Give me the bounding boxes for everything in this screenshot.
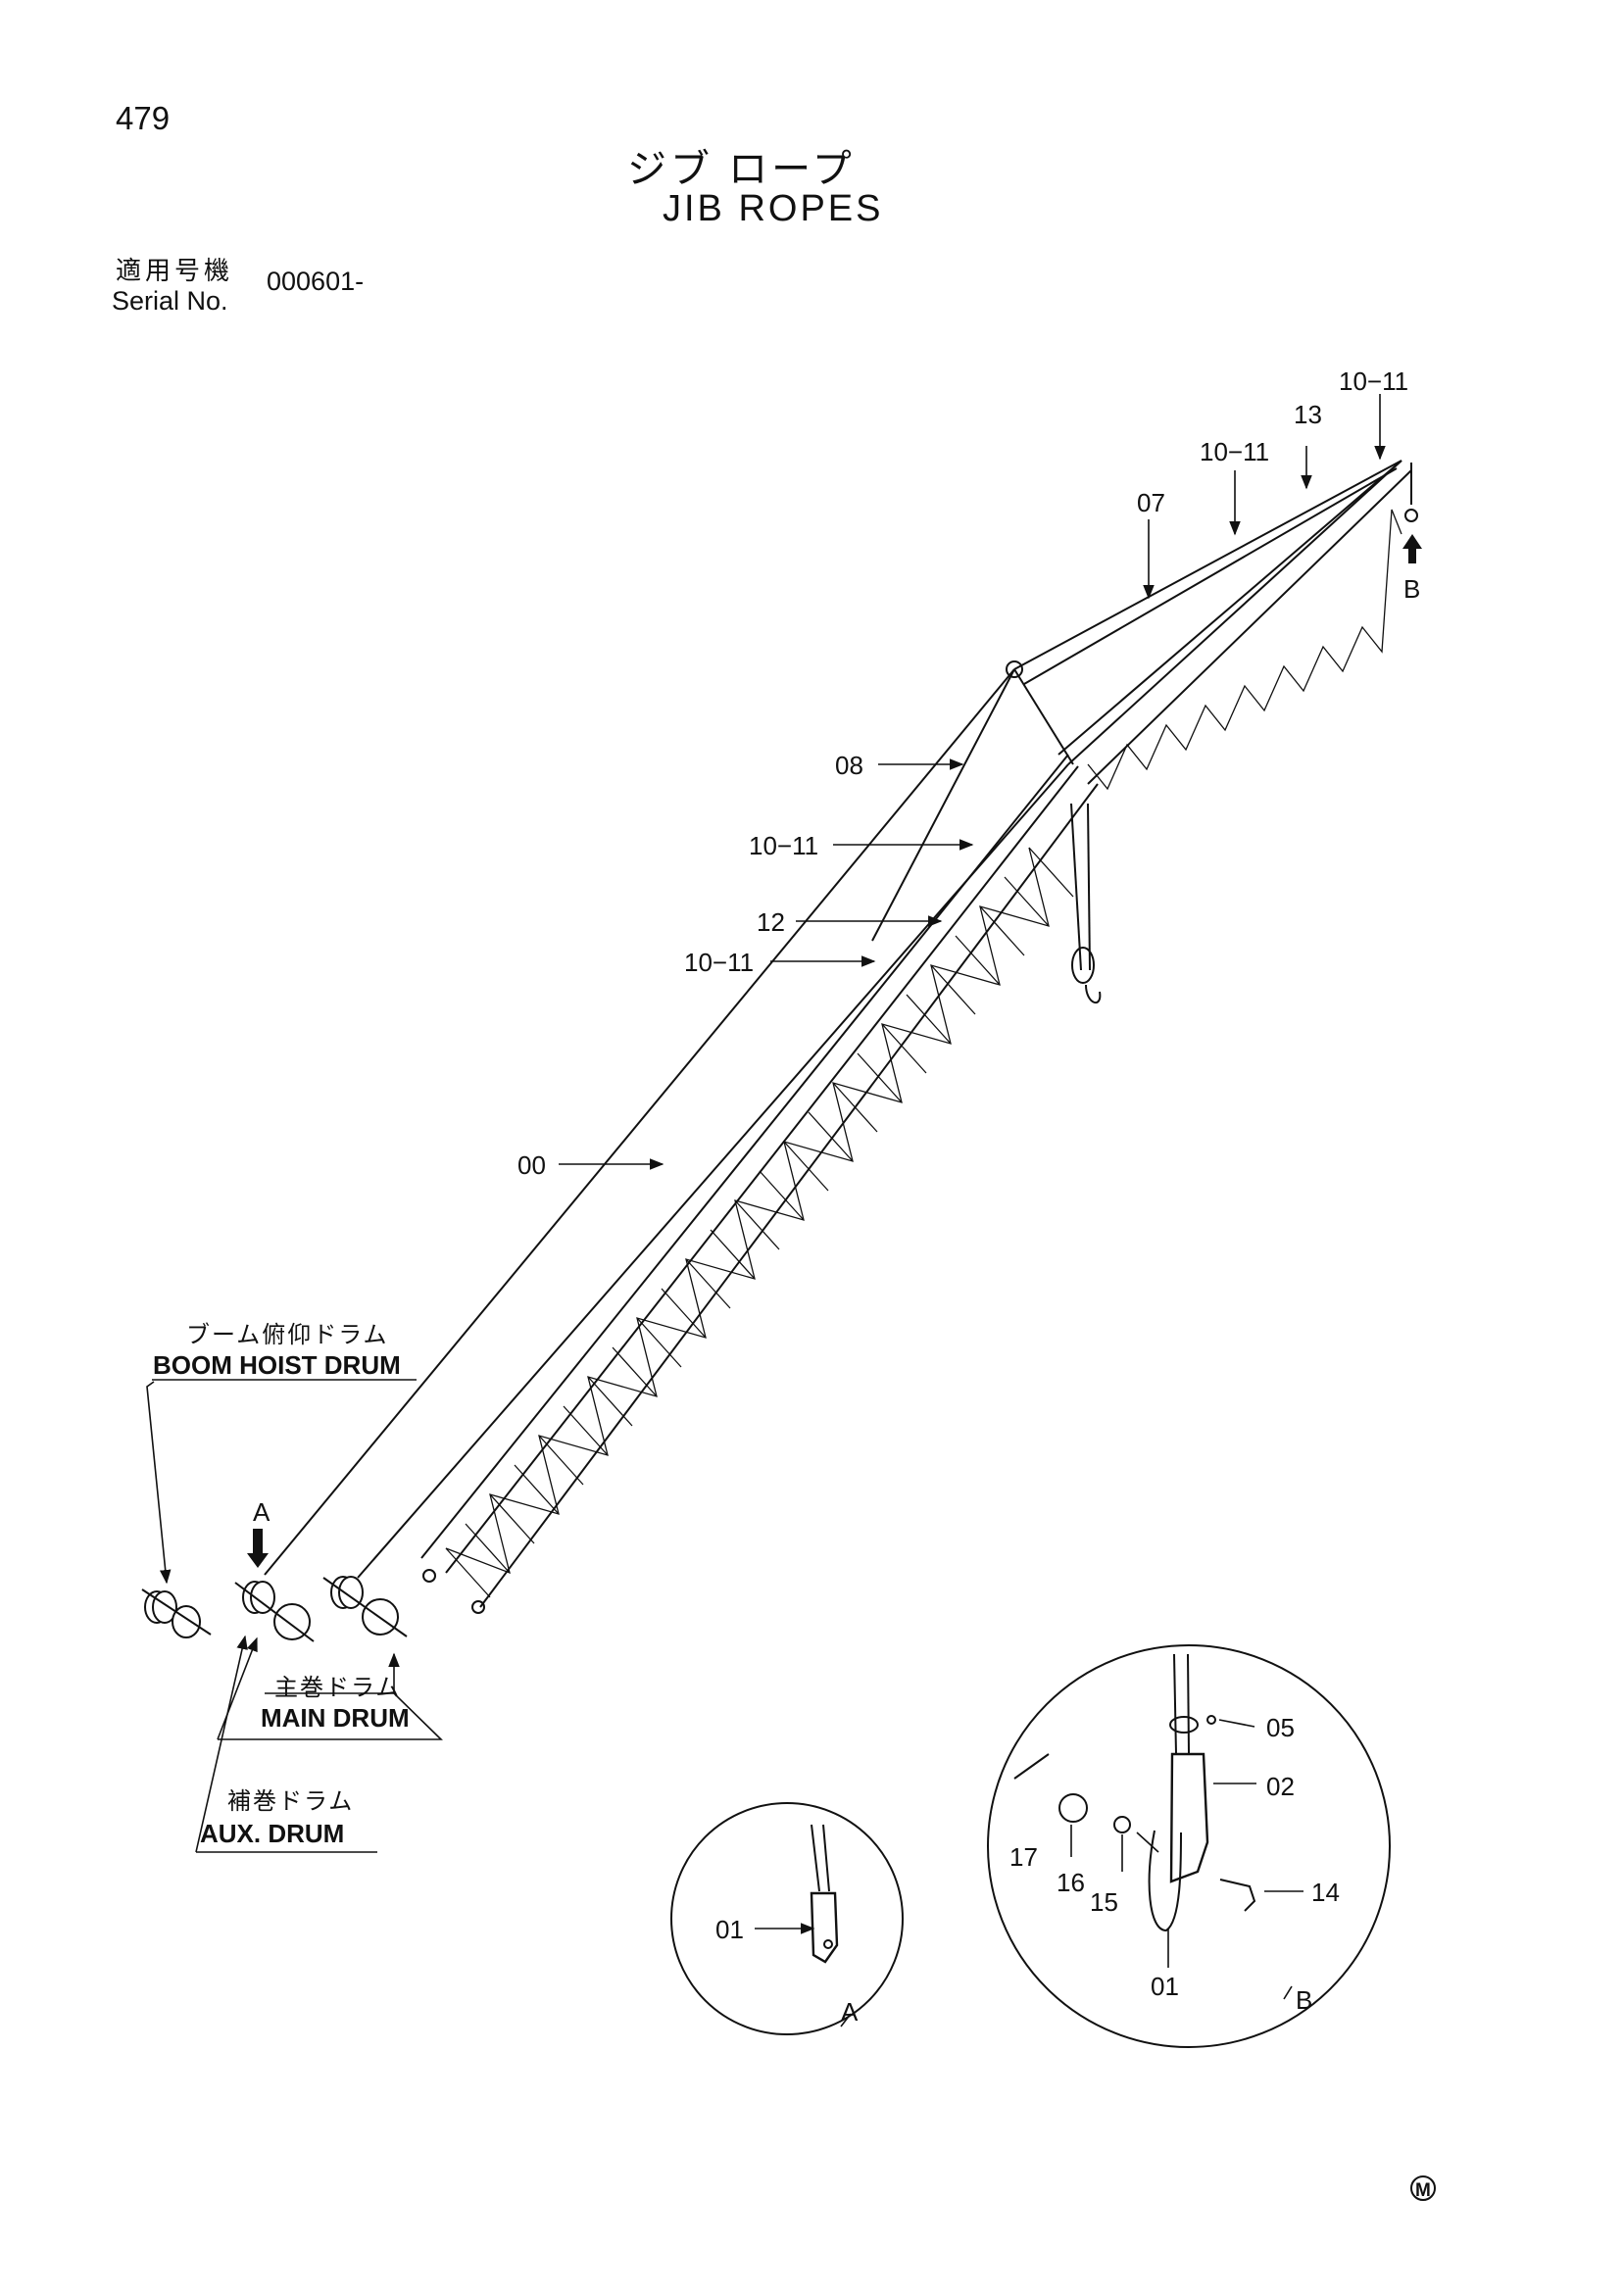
rope-07-inner <box>1023 467 1398 685</box>
boom-chord-inner-left <box>445 765 1079 1574</box>
part-label-01-view-b: 01 <box>1151 1972 1179 2001</box>
part-labels-main: 10−11 13 10−11 07 08 10−11 12 10−11 00 <box>517 366 1408 1180</box>
part-label-05: 05 <box>1266 1713 1295 1742</box>
registered-mark-letter: M <box>1415 2180 1431 2201</box>
boom-hoist-drum-label-en: BOOM HOIST DRUM <box>153 1350 401 1380</box>
hook-block <box>1071 947 1095 984</box>
jib-chord-bottom <box>1087 469 1412 785</box>
view-arrow-b: B <box>1402 534 1422 604</box>
part-label-01-view-a: 01 <box>715 1915 744 1944</box>
part-label-17: 17 <box>1009 1842 1038 1872</box>
part-label-15: 15 <box>1090 1887 1118 1917</box>
boom-hoist-drum-label-ja: ブーム俯仰ドラム <box>186 1322 389 1348</box>
part-label-02: 02 <box>1266 1772 1295 1801</box>
drum-callout-text: ブーム俯仰ドラム BOOM HOIST DRUM 主巻ドラム MAIN DRUM… <box>153 1322 410 1848</box>
detail-view-a <box>670 1802 904 2035</box>
boom-foot-pin-left <box>422 1569 436 1583</box>
part-label-10-11-top: 10−11 <box>1339 366 1408 396</box>
rope-08-back <box>1013 668 1074 765</box>
boom-hoist-drum <box>141 1588 212 1638</box>
guy-sheave <box>1006 660 1023 678</box>
view-arrow-a: A <box>247 1497 270 1568</box>
part-label-00: 00 <box>517 1150 546 1180</box>
view-arrow-b-label: B <box>1403 574 1420 604</box>
main-drum-label-ja: 主巻ドラム <box>274 1675 401 1701</box>
part-label-10-11-upper: 10−11 <box>1200 437 1269 466</box>
rope-07 <box>1013 460 1402 670</box>
drums <box>141 1576 408 1642</box>
title-english: JIB ROPES <box>663 188 884 229</box>
serial-number: 000601- <box>267 267 365 296</box>
boom-lattice <box>420 460 1412 1614</box>
hook <box>1085 984 1102 1003</box>
part-label-07: 07 <box>1137 488 1165 517</box>
part-label-16: 16 <box>1057 1868 1085 1897</box>
view-arrow-a-label: A <box>253 1497 270 1527</box>
boom-foot-pin-right <box>471 1600 485 1614</box>
jib-chord-top <box>1057 460 1402 756</box>
main-drum-label-en: MAIN DRUM <box>261 1703 410 1733</box>
boom-lacing <box>445 847 1074 1598</box>
drum-callouts <box>146 1379 443 1853</box>
hook-rope-a <box>1070 803 1082 971</box>
part-labels-view-b: 05 02 17 16 15 14 01 B <box>1009 1713 1340 2015</box>
tip-eye <box>1404 509 1418 522</box>
aux-drum-label-ja: 補巻ドラム <box>227 1788 354 1815</box>
callouts-main <box>559 394 1386 1170</box>
part-label-13: 13 <box>1294 400 1322 429</box>
part-label-12: 12 <box>757 907 785 937</box>
part-label-08: 08 <box>835 751 863 780</box>
detail-view-b-label: B <box>1296 1985 1312 2015</box>
serial-label-japanese: 適用号機 <box>116 256 234 285</box>
detail-view-b <box>987 1644 1391 2048</box>
aux-hoist-drum <box>322 1576 408 1637</box>
part-label-14: 14 <box>1311 1878 1340 1907</box>
hook-rope-b <box>1087 803 1091 971</box>
page-number: 479 <box>116 100 171 136</box>
registered-mark: M <box>1410 2175 1436 2201</box>
ropes <box>264 460 1418 1579</box>
aux-drum-label-en: AUX. DRUM <box>200 1819 344 1848</box>
detail-view-a-label: A <box>841 1997 859 2027</box>
rope-13 <box>1067 460 1402 765</box>
part-label-10-11-lower: 10−11 <box>684 948 754 977</box>
jib-lacing <box>1087 509 1402 791</box>
main-hoist-drum <box>234 1581 315 1642</box>
serial-label-english: Serial No. <box>112 286 228 316</box>
rope-08-front <box>871 668 1015 942</box>
boom-chord-right <box>479 783 1099 1608</box>
rope-main <box>357 763 1069 1579</box>
title-japanese: ジブ ロープ <box>627 148 856 191</box>
rope-00 <box>264 668 1015 1576</box>
part-label-10-11-mid: 10−11 <box>749 831 818 860</box>
